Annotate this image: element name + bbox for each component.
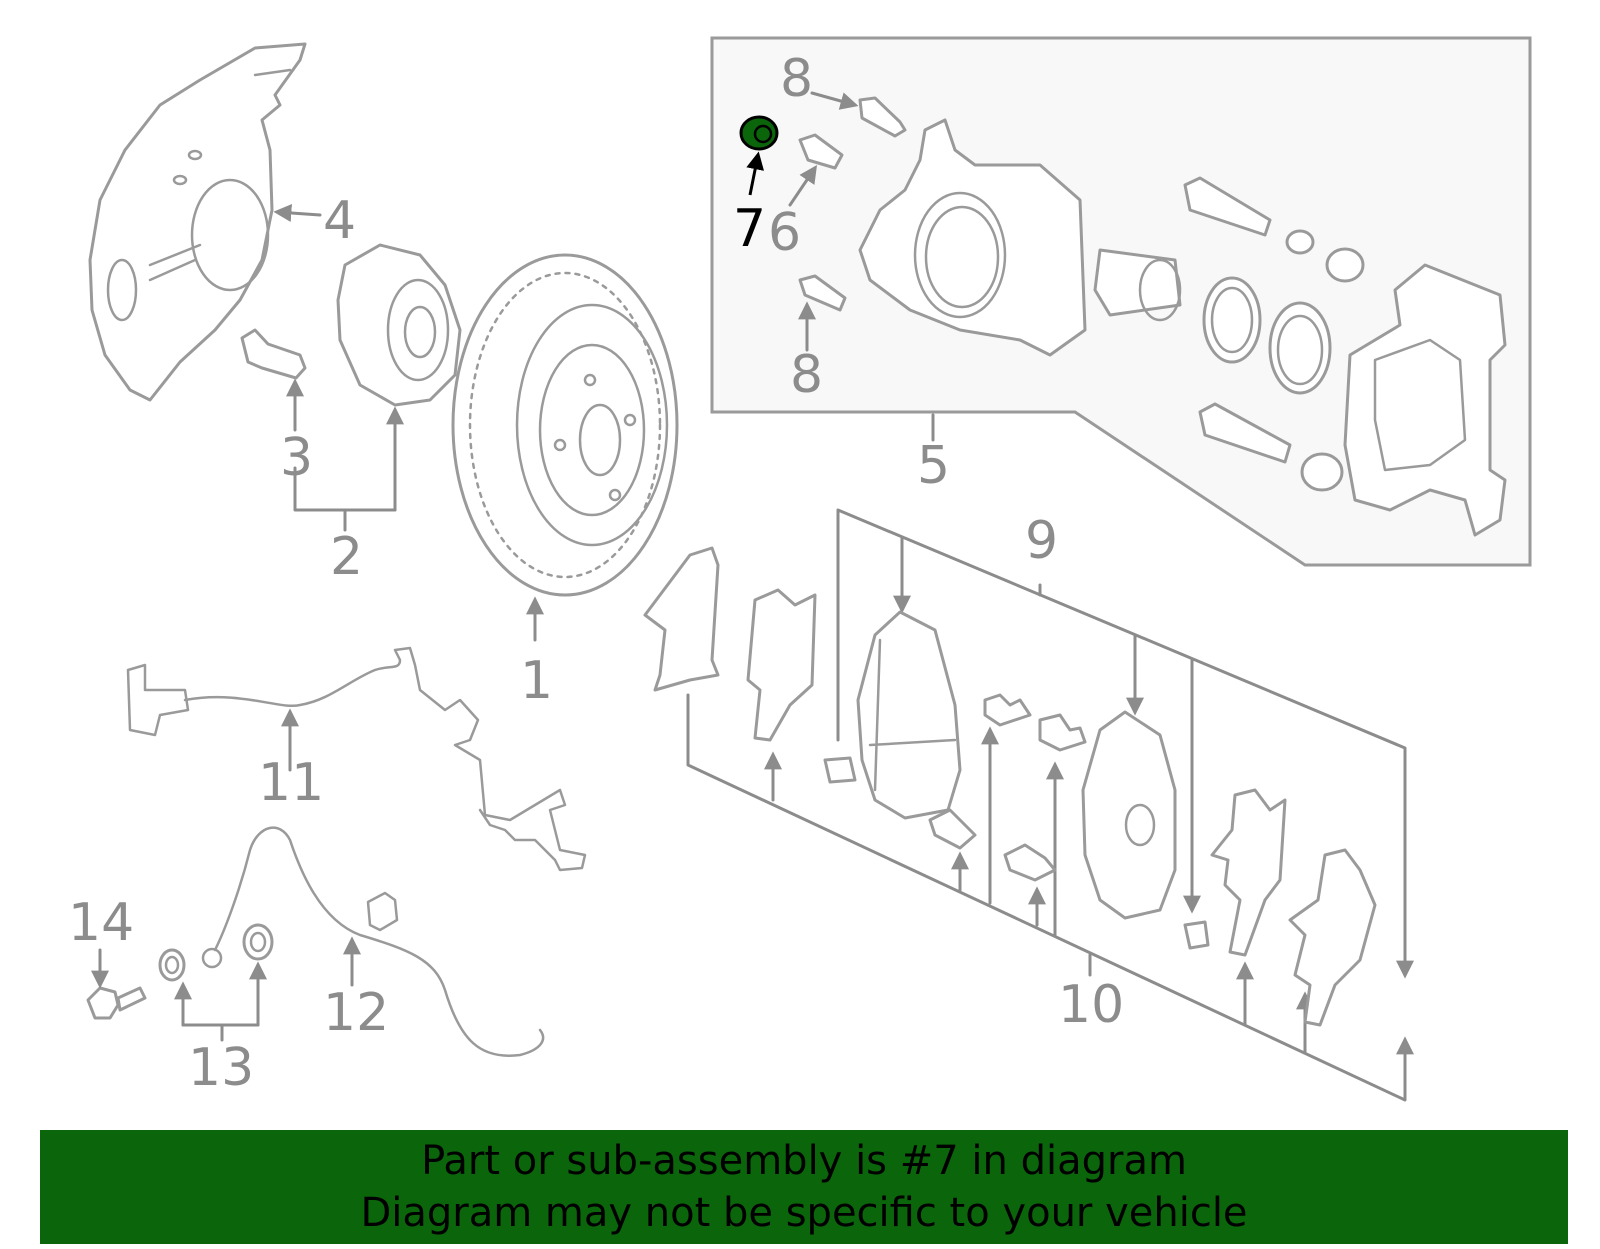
pad-shim-4 <box>1288 848 1377 1027</box>
bleeder-cap-highlighted <box>739 115 779 151</box>
caliper-bracket <box>1343 263 1507 537</box>
callout-6: 6 <box>768 203 801 263</box>
pad-shim-1 <box>643 546 720 692</box>
notice-banner: Part or sub-assembly is #7 in diagram Di… <box>40 1130 1568 1244</box>
callout-10: 10 <box>1058 975 1124 1035</box>
washer-b <box>242 923 274 961</box>
banjo-bolt <box>86 986 147 1020</box>
callout-3: 3 <box>280 428 313 488</box>
piston-seal <box>1202 276 1262 364</box>
guide-pin-upper <box>1183 176 1365 283</box>
abs-sensor <box>126 646 587 872</box>
callout-14: 14 <box>68 893 134 953</box>
brake-assembly-diagram: 1 2 3 4 5 6 7 8 8 9 10 11 12 13 14 <box>68 36 1532 1102</box>
wear-indicator-b <box>1183 920 1210 950</box>
caliper-body <box>858 118 1087 357</box>
pad-shim-3 <box>1210 788 1287 957</box>
caliper-piston <box>1093 248 1182 322</box>
wear-indicator-a <box>823 756 857 784</box>
inner-brake-pad <box>856 610 962 820</box>
guide-pin-bolt <box>858 96 907 138</box>
outer-brake-pad <box>1081 710 1177 920</box>
anti-rattle-clip-d <box>1003 843 1057 882</box>
callout-5: 5 <box>917 436 950 496</box>
lower-guide-bolt <box>798 274 847 312</box>
callout-1: 1 <box>520 651 553 711</box>
washer-a <box>158 948 186 982</box>
hub-assembly <box>336 243 462 407</box>
pad-shim-2 <box>746 588 817 742</box>
callout-4: 4 <box>323 191 356 251</box>
callout-8-bottom: 8 <box>790 345 823 405</box>
brake-rotor <box>451 253 679 597</box>
anti-rattle-clip-c <box>928 808 977 850</box>
banner-line-1: Part or sub-assembly is #7 in diagram <box>421 1138 1187 1184</box>
banner-line-2: Diagram may not be specific to your vehi… <box>360 1190 1248 1236</box>
callout-9: 9 <box>1025 511 1058 571</box>
callout-2: 2 <box>330 527 363 587</box>
anti-rattle-clip-b <box>1038 713 1087 752</box>
callout-13: 13 <box>188 1038 254 1098</box>
guide-pin-lower <box>1198 402 1344 492</box>
callout-12: 12 <box>323 983 389 1043</box>
callout-7: 7 <box>733 199 766 259</box>
dust-shield <box>88 42 307 402</box>
anti-rattle-clip-a <box>983 693 1032 727</box>
callout-11: 11 <box>258 753 324 813</box>
bleeder-screw <box>798 133 844 170</box>
hub-bolt <box>240 328 307 380</box>
brake-hose <box>201 826 545 1057</box>
callout-8-top: 8 <box>780 49 813 109</box>
dust-boot <box>1268 301 1332 395</box>
